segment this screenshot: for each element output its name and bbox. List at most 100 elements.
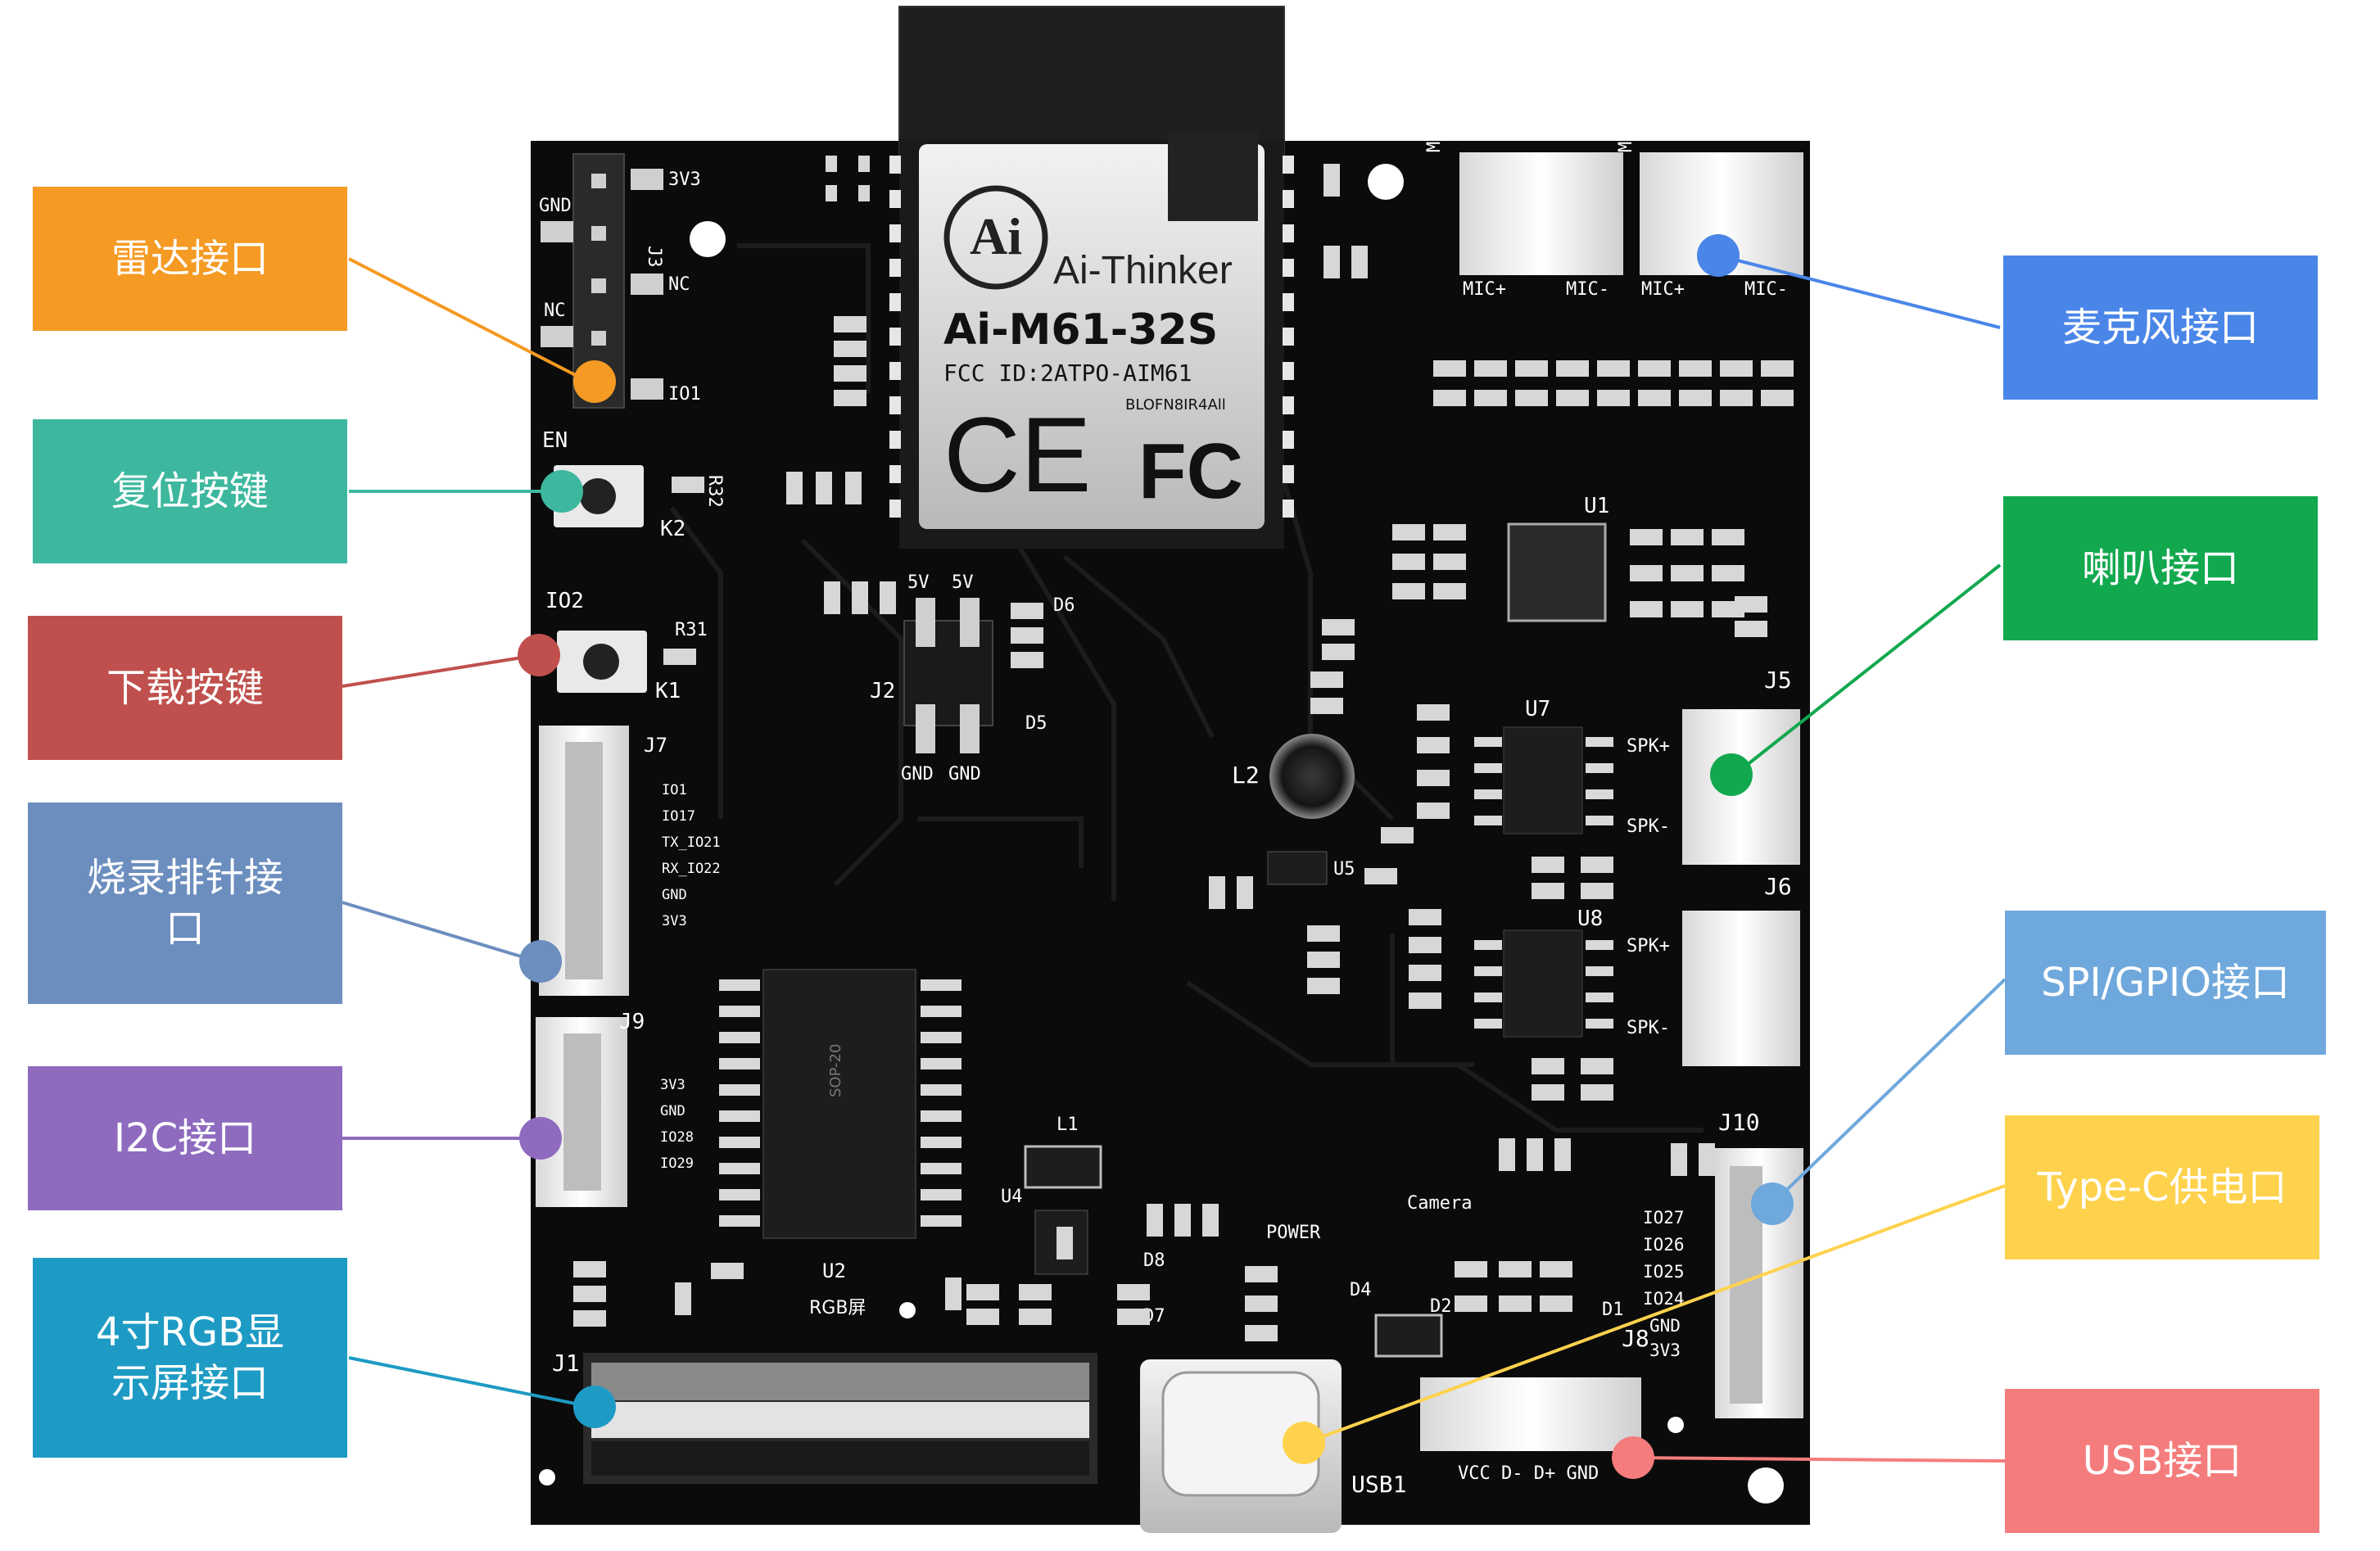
k2-button-cap — [580, 478, 616, 514]
callout-radar: 雷达接口 — [33, 187, 347, 331]
usb-pins-label: VCC D- D+ GND — [1458, 1463, 1599, 1484]
u7-u8-pins — [1474, 737, 1613, 1029]
j8-pin-io27: IO27 — [1643, 1208, 1685, 1228]
u4-label: U4 — [1001, 1187, 1023, 1207]
dot-typec — [1283, 1422, 1325, 1464]
j6-label: J6 — [1764, 873, 1792, 900]
en-label: EN — [542, 428, 568, 453]
callout-lcd-label: 4寸RGB显 示屏接口 — [95, 1309, 285, 1406]
leader-mic — [1717, 254, 2001, 329]
u5-label: U5 — [1333, 859, 1355, 880]
ai-logo-text: Ai — [970, 207, 1022, 265]
u1-label: U1 — [1584, 494, 1609, 518]
j8-label: J8 — [1622, 1325, 1649, 1352]
r31-label: R31 — [675, 620, 708, 640]
mount-hole — [899, 1302, 916, 1318]
k1-button-cap — [583, 644, 619, 680]
mic2-label: MIC2 — [1616, 109, 1636, 152]
leader-speaker — [1733, 563, 2002, 776]
mic1-plus: MIC+ — [1463, 279, 1506, 300]
j7-pin-io1: IO1 — [662, 782, 687, 798]
d8-label: D8 — [1143, 1250, 1165, 1271]
module-can — [919, 144, 1265, 529]
passive-components — [573, 156, 1794, 1341]
j2-gnd-a: GND — [901, 764, 934, 785]
mount-hole — [1368, 164, 1404, 200]
mic2-plus: MIC+ — [1641, 279, 1685, 300]
j5-spk-minus: SPK- — [1627, 816, 1670, 837]
leader-burn — [342, 901, 538, 963]
u7-chip — [1503, 726, 1583, 834]
callout-mic-label: 麦克风接口 — [2061, 304, 2259, 350]
module-pads — [889, 156, 1294, 518]
j2-gnd-b: GND — [948, 764, 981, 785]
u2-label: U2 — [822, 1259, 846, 1282]
j5-spk-plus: SPK+ — [1627, 736, 1670, 757]
module-lot: BLOFN8IR4All — [1125, 396, 1226, 414]
callout-i2c-label: I2C接口 — [113, 1115, 257, 1161]
j3-pin-nc-a: NC — [668, 274, 690, 295]
d2-label: D2 — [1430, 1296, 1452, 1317]
j3-label: J3 — [644, 246, 664, 268]
j8-pin-io25: IO25 — [1643, 1262, 1685, 1282]
callout-reset-label: 复位按键 — [111, 468, 269, 514]
dot-burn — [519, 940, 562, 983]
j8-pin-gnd: GND — [1649, 1316, 1681, 1336]
dot-download — [518, 634, 560, 676]
ai-logo — [943, 185, 1048, 290]
u1-chip — [1507, 522, 1607, 622]
leader-spi — [1771, 978, 2007, 1205]
power-label: POWER — [1266, 1223, 1321, 1243]
leader-lcd — [348, 1356, 592, 1409]
callout-spi-label: SPI/GPIO接口 — [2041, 959, 2290, 1006]
ce-mark: CE — [943, 395, 1092, 514]
callout-burn-label: 烧录排针接 口 — [86, 854, 283, 952]
callout-reset: 复位按键 — [33, 419, 347, 563]
j8-pin-3v3: 3V3 — [1649, 1341, 1681, 1360]
j6-connector — [1682, 911, 1800, 1066]
mic1-connector — [1459, 152, 1623, 275]
j9-pin-3v3: 3V3 — [660, 1077, 685, 1093]
camera-label: Camera — [1407, 1193, 1472, 1214]
anchor-dots — [518, 234, 1794, 1479]
leader-download — [342, 653, 538, 688]
j3-pin-io1: IO1 — [668, 384, 701, 405]
module-brand: Ai-Thinker — [1053, 249, 1233, 292]
leader-usb — [1632, 1456, 2006, 1463]
j7-label: J7 — [644, 734, 667, 757]
j9-label: J9 — [619, 1010, 645, 1034]
j9-pin-io28: IO28 — [660, 1129, 694, 1146]
mic2-minus: MIC- — [1744, 279, 1788, 300]
d6-label: D6 — [1053, 595, 1075, 616]
l1-inductor — [1024, 1145, 1102, 1189]
dot-lcd — [573, 1386, 616, 1428]
mic1-label: MIC1 — [1424, 109, 1445, 152]
j7-pin-gnd: GND — [662, 887, 687, 903]
mount-hole — [539, 1469, 555, 1485]
j7-pin-io17: IO17 — [662, 808, 695, 825]
u7-label: U7 — [1525, 697, 1550, 721]
antenna-chip — [1168, 131, 1258, 221]
fc-mark: FC — [1138, 427, 1243, 515]
l2-inductor — [1269, 734, 1355, 819]
dot-reset — [541, 470, 583, 513]
j1-label: J1 — [552, 1350, 580, 1377]
dot-i2c — [519, 1117, 562, 1160]
callout-lcd: 4寸RGB显 示屏接口 — [33, 1258, 347, 1458]
callout-speaker-label: 喇叭接口 — [2081, 545, 2239, 591]
callout-spi: SPI/GPIO接口 — [2005, 911, 2326, 1055]
k2-label: K2 — [660, 517, 685, 541]
callout-usb-label: USB接口 — [2082, 1437, 2242, 1484]
j7-pin-tx: TX_IO21 — [662, 834, 721, 851]
j10-label: J10 — [1718, 1109, 1760, 1136]
d1-label: D1 — [1602, 1300, 1624, 1320]
l2-label: L2 — [1232, 762, 1260, 789]
mic1-minus: MIC- — [1566, 279, 1609, 300]
callout-speaker: 喇叭接口 — [2003, 496, 2318, 640]
callout-download: 下载按键 — [28, 616, 342, 760]
dot-speaker — [1710, 753, 1753, 796]
callout-download-label: 下载按键 — [106, 664, 264, 711]
usb1-label: USB1 — [1351, 1471, 1406, 1498]
j8-pin-io26: IO26 — [1643, 1235, 1685, 1255]
u8-chip — [1503, 929, 1583, 1038]
